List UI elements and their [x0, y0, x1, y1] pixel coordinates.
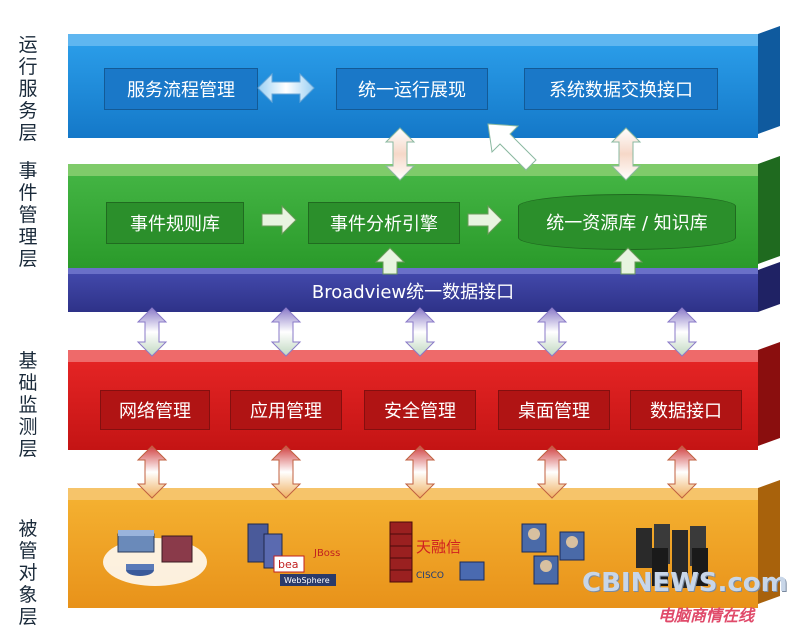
security-mgmt-box: 安全管理	[364, 390, 476, 430]
application-mgmt-box: 应用管理	[230, 390, 342, 430]
side-label-monitor: 基础监测层	[18, 350, 38, 460]
side-label-run: 运行服务层	[18, 34, 38, 144]
system-data-exchange-box: 系统数据交换接口	[524, 68, 718, 110]
event-rule-box: 事件规则库	[106, 202, 244, 244]
cisco-logo-text: CISCO	[416, 571, 444, 581]
bea-jboss-websphere-icon: bea JBoss WebSphere	[247, 523, 340, 586]
event-analysis-box: 事件分析引擎	[308, 202, 460, 244]
users-desktop-icon	[521, 523, 585, 585]
arrow-iface-mon-1-icon	[136, 307, 168, 357]
data-interface-box: 数据接口	[630, 390, 742, 430]
service-flow-box: 服务流程管理	[104, 68, 258, 110]
firewall-tianrongxin-cisco-icon: 天融信 CISCO	[389, 521, 485, 583]
arrow-iface-mon-4-icon	[536, 307, 568, 357]
resource-knowledge-db: 统一资源库 / 知识库	[518, 194, 736, 250]
monitor-layer: 网络管理 应用管理 安全管理 桌面管理 数据接口	[68, 341, 780, 450]
side-label-event: 事件管理层	[18, 160, 38, 270]
websphere-logo-text: WebSphere	[284, 576, 330, 585]
network-devices-icon	[103, 530, 207, 586]
tianrongxin-logo-text: 天融信	[416, 538, 461, 556]
watermark-sub: 电脑商情在线	[658, 606, 755, 625]
interface-bar-label: Broadview统一数据接口	[311, 282, 515, 303]
jboss-logo-text: JBoss	[313, 548, 340, 559]
watermark-main: CBINEWS.com	[582, 568, 788, 598]
interface-bar: Broadview统一数据接口	[68, 261, 780, 313]
desktop-mgmt-box: 桌面管理	[498, 390, 610, 430]
servers-icon	[636, 524, 708, 588]
arrow-iface-mon-3-icon	[404, 307, 436, 357]
arrow-iface-mon-2-icon	[270, 307, 302, 357]
event-layer: 事件规则库 事件分析引擎 统一资源库 / 知识库	[68, 155, 780, 268]
network-mgmt-box: 网络管理	[100, 390, 210, 430]
run-layer: 服务流程管理 统一运行展现 系统数据交换接口	[68, 25, 780, 138]
arrow-iface-mon-5-icon	[666, 307, 698, 357]
side-label-managed: 被管对象层	[18, 518, 38, 628]
bea-logo-text: bea	[278, 558, 299, 571]
unified-run-display-box: 统一运行展现	[336, 68, 488, 110]
